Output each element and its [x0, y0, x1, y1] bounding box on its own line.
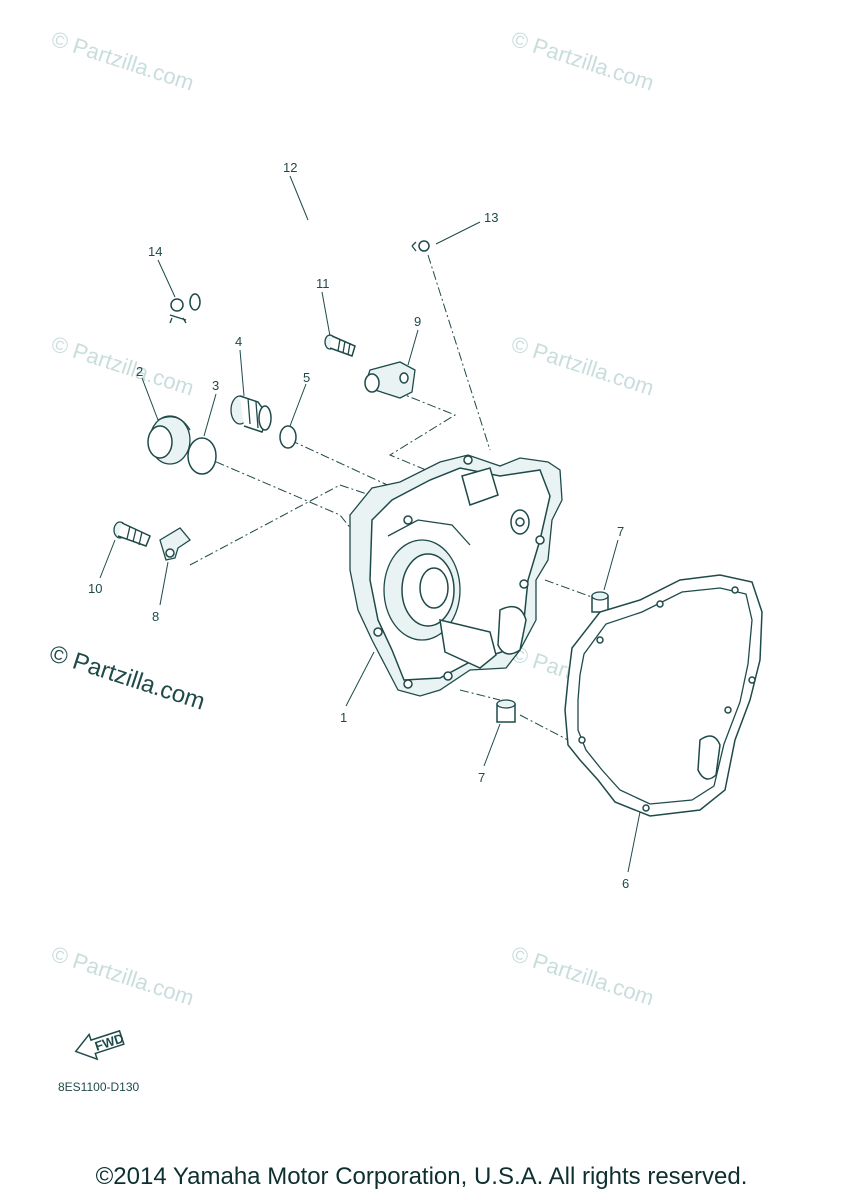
plug-4 [230, 395, 272, 433]
breather-hose [189, 178, 421, 311]
crankcase-cover-1 [349, 454, 563, 697]
callout-10: 10 [88, 581, 102, 596]
callout-6: 6 [622, 876, 629, 891]
callout-8: 8 [152, 609, 159, 624]
clip-13 [411, 240, 430, 252]
watermark: © Partzilla.com [48, 331, 197, 401]
leader-lines [99, 175, 641, 873]
watermark: © Partzilla.com [508, 26, 657, 96]
callout-7-upper: 7 [617, 524, 624, 539]
gasket-6 [564, 574, 763, 817]
callout-2: 2 [136, 364, 143, 379]
callout-12: 12 [283, 160, 297, 175]
diagram-code: 8ES1100-D130 [58, 1080, 140, 1094]
clip-14 [169, 298, 187, 324]
bolt-11 [324, 334, 356, 357]
bolt-10 [113, 521, 151, 547]
dowel-pin-upper [591, 591, 609, 613]
callout-7-lower: 7 [478, 770, 485, 785]
callout-9: 9 [414, 314, 421, 329]
callout-11: 11 [316, 276, 330, 291]
o-ring-5 [279, 425, 297, 449]
cap-2 [147, 415, 191, 465]
callout-14: 14 [148, 244, 162, 259]
o-ring-3 [187, 437, 217, 475]
watermark-large: © Partzilla.com [46, 640, 208, 716]
watermark: © Partzilla.com [48, 941, 197, 1011]
bracket-9 [364, 361, 416, 399]
dowel-pin-lower [496, 699, 516, 723]
copyright-notice: ©2014 Yamaha Motor Corporation, U.S.A. A… [95, 1163, 748, 1190]
watermark: © Partzilla.com [48, 26, 197, 96]
watermark: © Partzilla.com [508, 331, 657, 401]
callout-5: 5 [303, 370, 310, 385]
callout-1: 1 [340, 710, 347, 725]
watermark: © Partzilla.com [508, 941, 657, 1011]
fwd-label: FWD [93, 1030, 126, 1053]
callout-4: 4 [235, 334, 242, 349]
callout-13: 13 [484, 210, 498, 225]
callout-3: 3 [212, 378, 219, 393]
fwd-arrow: FWD [74, 1029, 126, 1061]
clip-8 [159, 527, 191, 561]
callout-numbers: 1 2 3 4 5 6 7 7 8 9 10 11 12 13 14 [88, 160, 629, 891]
